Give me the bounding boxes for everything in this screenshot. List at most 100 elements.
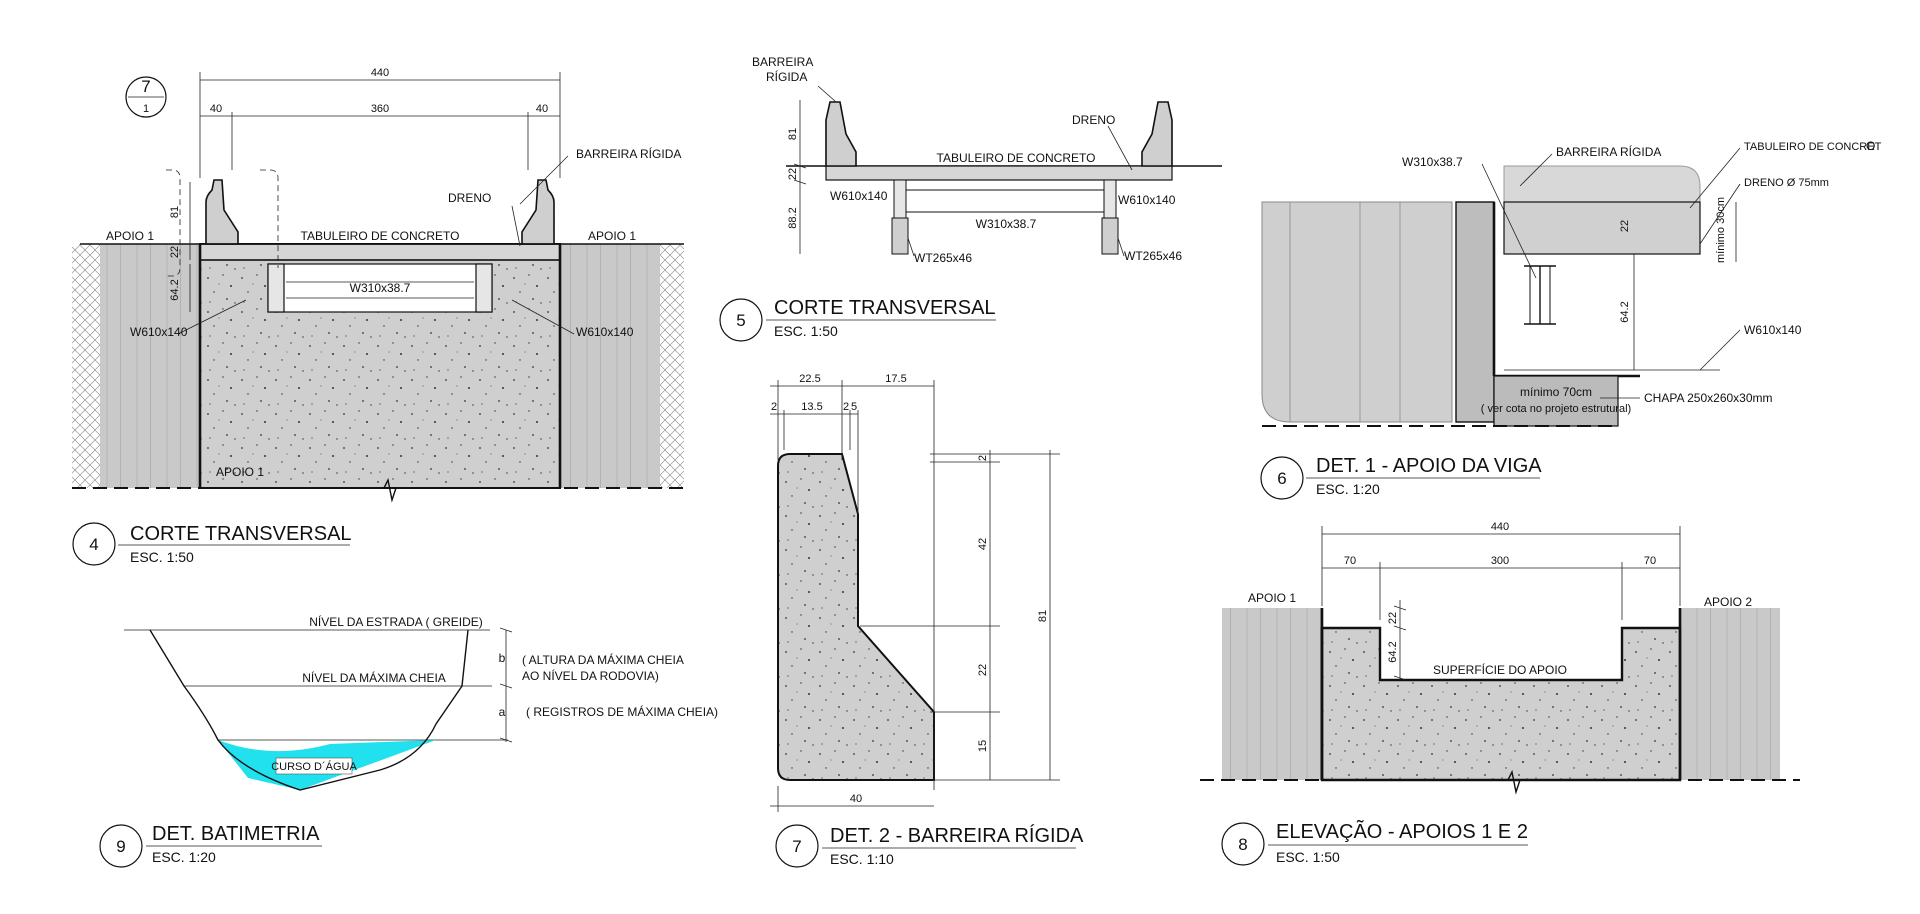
- barrier-left: [205, 179, 239, 245]
- detail-7-number-circle: [775, 824, 819, 868]
- d4-callout-number: 7: [141, 77, 150, 96]
- d8-v22: 22: [1387, 612, 1399, 624]
- d5-beam: W310x38.7: [976, 217, 1037, 231]
- wt-right-5: [1101, 217, 1119, 255]
- earth-hatch-right: [660, 244, 684, 488]
- barrier-left-5: [825, 101, 857, 167]
- d4-v81: 81: [169, 206, 181, 218]
- barrier-right: [521, 179, 555, 245]
- d4-title: CORTE TRANSVERSAL: [130, 523, 352, 545]
- w610-left-shape: [267, 263, 285, 313]
- d5-number: 5: [736, 311, 745, 330]
- w610-right-5: [1103, 179, 1117, 219]
- d9-scale: ESC. 1:20: [152, 849, 216, 865]
- d8-apoio1: APOIO 1: [1248, 591, 1296, 605]
- d5-scale: ESC. 1:50: [774, 323, 838, 339]
- detail-5-corte-transversal: [719, 85, 1222, 342]
- d6-tabuleiro-o: O: [1866, 139, 1875, 153]
- d4-dim-mid: 360: [371, 103, 389, 115]
- d8-title: ELEVAÇÃO - APOIOS 1 E 2: [1276, 819, 1528, 843]
- detail-8-number-circle: [1221, 822, 1265, 866]
- d4-number: 4: [89, 535, 98, 554]
- d4-v642: 64.2: [169, 279, 181, 300]
- barrier-right-5: [1141, 101, 1173, 167]
- barrier-profile-7: [777, 453, 935, 781]
- d4-beam: W310x38.7: [350, 281, 411, 295]
- detail-5-number-circle: [719, 298, 763, 342]
- d4-w610-right: W610x140: [576, 325, 634, 339]
- d5-tabuleiro: TABULEIRO DE CONCRETO: [937, 151, 1096, 165]
- d4-dreno: DRENO: [448, 191, 491, 205]
- d5-w610-left: W610x140: [830, 189, 888, 203]
- d7-sub-135: 13.5: [801, 401, 822, 413]
- slab-6: [1503, 201, 1701, 255]
- d8-number: 8: [1238, 835, 1247, 854]
- d9-nivel-cheia: NÍVEL DA MÁXIMA CHEIA: [302, 670, 446, 685]
- d7-sub-2a: 2: [771, 401, 777, 413]
- d7-top-b: 17.5: [885, 373, 906, 385]
- d5-barreira-line1: BARREIRA: [752, 55, 813, 69]
- detail-9-number-circle: [99, 824, 143, 868]
- soil-left: [100, 244, 200, 488]
- d8-dim-total: 440: [1491, 521, 1509, 533]
- detail-6-apoio-da-viga: [1260, 147, 1741, 500]
- d7-bottom: 40: [850, 793, 862, 805]
- d6-minimo70: mínimo 70cm: [1520, 385, 1592, 399]
- d5-wt-right: WT265x46: [1124, 249, 1182, 263]
- d7-v81: 81: [1037, 610, 1049, 622]
- deck-slab-5: [825, 165, 1173, 181]
- d4-scale: ESC. 1:50: [130, 549, 194, 565]
- d6-tabuleiro: TABULEIRO DE CONCRET: [1744, 141, 1882, 153]
- d4-barreira: BARREIRA RÍGIDA: [576, 146, 681, 161]
- d6-number: 6: [1277, 469, 1286, 488]
- d5-barreira-line2: RÍGIDA: [766, 69, 807, 84]
- detail-8-elevacao-apoios: [1200, 526, 1800, 866]
- d4-v22: 22: [169, 246, 181, 258]
- d8-dim-mid: 300: [1491, 555, 1509, 567]
- d7-top-a: 22.5: [799, 373, 820, 385]
- d8-apoio2: APOIO 2: [1704, 595, 1752, 609]
- detail-4-number-circle: [72, 522, 116, 566]
- d6-v22: 22: [1619, 220, 1631, 232]
- d8-scale: ESC. 1:50: [1276, 849, 1340, 865]
- d9-b: b: [499, 651, 506, 665]
- soil-left-8: [1222, 608, 1322, 780]
- d5-v81: 81: [787, 128, 799, 140]
- d7-sub-2b: 2: [843, 401, 849, 413]
- water-label-box: [275, 757, 353, 775]
- d4-apoio-right: APOIO 1: [588, 229, 636, 243]
- wt-left-5: [891, 217, 909, 255]
- d9-altura-l1: ( ALTURA DA MÁXIMA CHEIA: [522, 652, 684, 667]
- d8-v642: 64.2: [1387, 641, 1399, 662]
- d5-v22: 22: [787, 168, 799, 180]
- abutment-face-6: [1261, 201, 1453, 423]
- beam-box-5: [893, 189, 1117, 213]
- d8-superficie: SUPERFÍCIE DO APOIO: [1433, 662, 1567, 677]
- bearing-pad-6: [1493, 375, 1619, 427]
- d7-number: 7: [792, 837, 801, 856]
- d6-beam: W310x38.7: [1402, 155, 1463, 169]
- d4-apoio-bottom: APOIO 1: [216, 465, 264, 479]
- d4-dim-left: 40: [210, 103, 222, 115]
- d6-barreira: BARREIRA RÍGIDA: [1556, 144, 1661, 159]
- w610-right-shape: [475, 263, 493, 313]
- d6-scale: ESC. 1:20: [1316, 481, 1380, 497]
- soil-right-8: [1680, 608, 1780, 780]
- detail-4-corte-transversal: [72, 72, 684, 566]
- d5-v882: 88.2: [787, 207, 799, 228]
- d6-w610: W610x140: [1744, 323, 1802, 337]
- d8-dim-right: 70: [1644, 555, 1656, 567]
- d5-w610-right: W610x140: [1118, 193, 1176, 207]
- w610-left-5: [893, 179, 907, 219]
- earth-hatch-left: [72, 244, 100, 488]
- d5-wt-left: WT265x46: [914, 251, 972, 265]
- d4-apoio-left: APOIO 1: [106, 229, 154, 243]
- girder-zone: [267, 263, 493, 313]
- detail-9-batimetria: [99, 627, 513, 868]
- d7-sub-5: 5: [851, 401, 857, 413]
- d6-v642: 64.2: [1619, 301, 1631, 322]
- d7-v2: 2: [977, 455, 989, 461]
- d7-scale: ESC. 1:10: [830, 851, 894, 867]
- d7-title: DET. 2 - BARREIRA RÍGIDA: [830, 824, 1084, 847]
- d4-dim-total: 440: [371, 67, 389, 79]
